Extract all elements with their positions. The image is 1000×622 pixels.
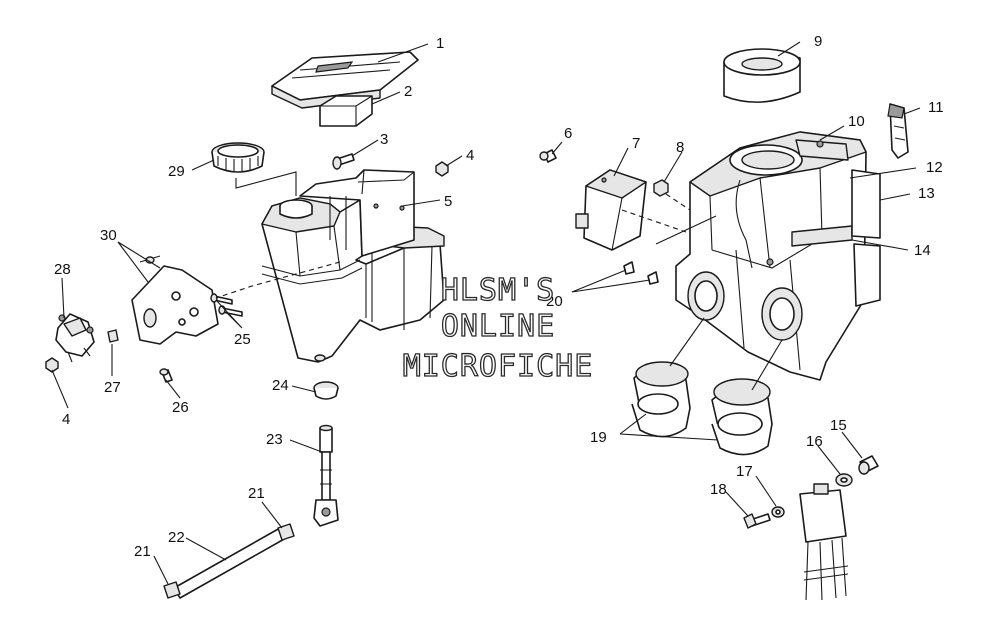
callout-22: 22 — [168, 529, 185, 546]
callout-10: 10 — [848, 113, 865, 130]
callout-4-upper: 4 — [466, 147, 474, 164]
leader-lines — [51, 41, 921, 585]
ignition-coil-part — [799, 483, 849, 601]
air-box-part — [675, 131, 881, 381]
callout-16: 16 — [806, 433, 823, 450]
callout-labels: 1 2 3 4 4 5 6 7 8 9 10 11 12 13 14 15 16… — [54, 33, 944, 560]
watermark: HLSM'S ONLINE MICROFICHE — [402, 272, 594, 384]
screw-6-part — [539, 149, 557, 163]
callout-6: 6 — [564, 125, 572, 142]
callout-17: 17 — [736, 463, 753, 480]
foam-filter-ring-part — [723, 48, 801, 103]
callout-11: 11 — [928, 99, 944, 116]
watermark-line-2: ONLINE — [441, 309, 555, 344]
callout-3: 3 — [380, 131, 388, 148]
callout-1: 1 — [436, 35, 444, 52]
callout-25: 25 — [234, 331, 251, 348]
callout-8: 8 — [676, 139, 684, 156]
callout-30: 30 — [100, 227, 117, 244]
grommet-24-part — [313, 381, 339, 400]
callout-21-right: 21 — [248, 485, 265, 502]
callout-29: 29 — [168, 163, 185, 180]
screw-26-part — [159, 368, 173, 383]
callout-27: 27 — [104, 379, 121, 396]
callout-7: 7 — [632, 135, 640, 152]
foam-pad-part — [319, 95, 373, 127]
tank-cover-part — [271, 51, 419, 109]
fill-cap-part — [211, 142, 265, 173]
callout-12: 12 — [926, 159, 943, 176]
nut-4-lower-part — [45, 357, 59, 373]
callout-23: 23 — [266, 431, 283, 448]
nut-4-upper-part — [435, 161, 449, 177]
callout-9: 9 — [814, 33, 822, 50]
callout-15: 15 — [830, 417, 847, 434]
callout-20: 20 — [546, 293, 563, 310]
clip-11-part — [887, 103, 909, 159]
callout-14: 14 — [914, 242, 931, 259]
washer-27-part — [107, 329, 119, 343]
intake-boots-part — [631, 361, 773, 456]
tank-bracket-part — [299, 169, 415, 257]
watermark-line-3: MICROFICHE — [403, 349, 594, 384]
level-sensor-part — [313, 424, 339, 527]
nut-8-part — [653, 179, 669, 197]
oil-pump-part — [55, 313, 95, 363]
spacer-16-part — [835, 473, 853, 487]
callout-26: 26 — [172, 399, 189, 416]
watermark-line-1: HLSM'S — [441, 273, 555, 308]
callout-5: 5 — [444, 193, 452, 210]
bolt-18-part — [743, 513, 771, 529]
oil-tank-part — [261, 197, 445, 363]
bolt-3-part — [332, 153, 355, 170]
screw-15-part — [858, 455, 879, 475]
cdi-module-part — [575, 169, 647, 251]
callout-4-lower: 4 — [62, 411, 70, 428]
callout-28: 28 — [54, 261, 71, 278]
screws-20-part — [623, 261, 659, 285]
callout-2: 2 — [404, 83, 412, 100]
callout-21-left: 21 — [134, 543, 151, 560]
callout-19: 19 — [590, 429, 607, 446]
callout-18: 18 — [710, 481, 727, 498]
washer-17-part — [771, 506, 785, 518]
mount-plate-part — [131, 255, 219, 345]
callout-24: 24 — [272, 377, 289, 394]
callout-13: 13 — [918, 185, 935, 202]
